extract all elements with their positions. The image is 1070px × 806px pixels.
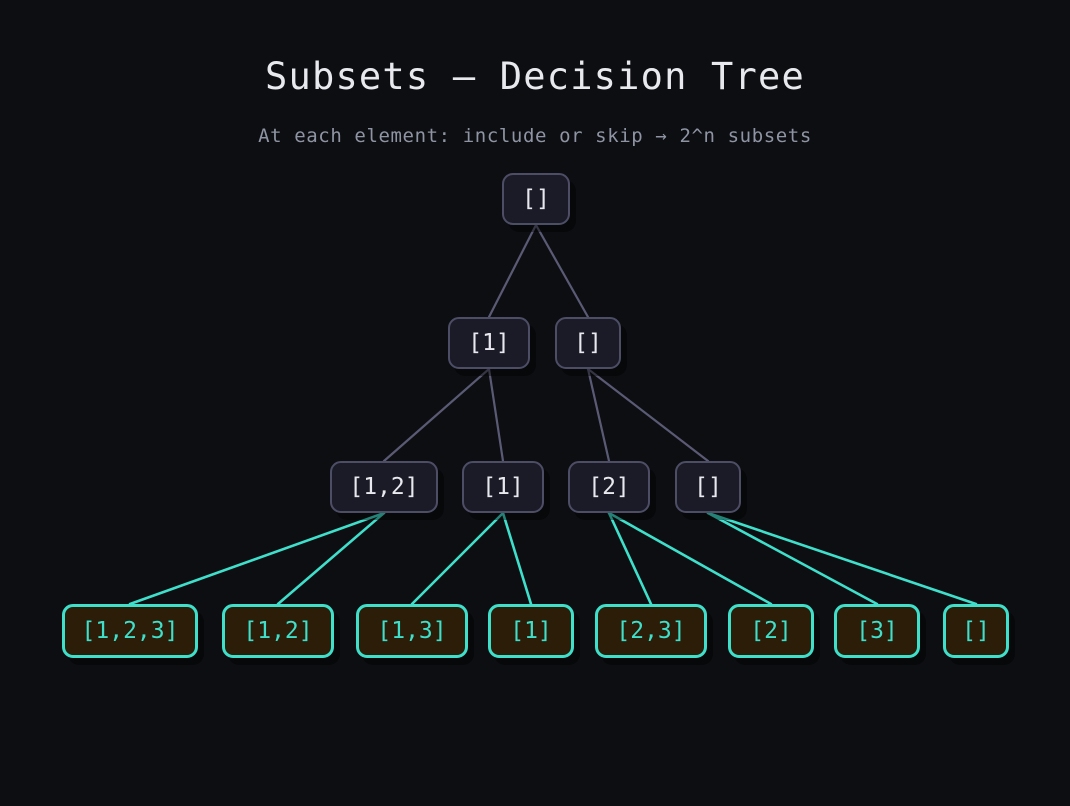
tree-node-b[interactable]: [] — [555, 317, 621, 369]
tree-edge — [487, 367, 505, 463]
node-label: [1] — [468, 329, 510, 356]
leaf-node-l5[interactable]: [2,3] — [595, 604, 707, 658]
node-label: [1,2] — [349, 473, 419, 500]
tree-edge — [276, 511, 386, 606]
tree-node-c[interactable]: [1,2] — [330, 461, 438, 513]
leaf-node-l2[interactable]: [1,2] — [222, 604, 334, 658]
leaf-node-l6[interactable]: [2] — [728, 604, 814, 658]
tree-node-r[interactable]: [] — [502, 173, 570, 225]
leaf-node-l4[interactable]: [1] — [488, 604, 574, 658]
node-label: [] — [574, 329, 602, 356]
tree-node-a[interactable]: [1] — [448, 317, 530, 369]
node-label: [] — [694, 473, 722, 500]
tree-node-f[interactable]: [] — [675, 461, 741, 513]
leaf-node-l7[interactable]: [3] — [834, 604, 920, 658]
node-label: [1] — [482, 473, 524, 500]
tree-edge — [382, 367, 491, 463]
tree-edge — [487, 223, 538, 319]
tree-node-e[interactable]: [2] — [568, 461, 650, 513]
tree-edge — [706, 511, 978, 606]
tree-edge — [607, 511, 653, 606]
leaf-node-l1[interactable]: [1,2,3] — [62, 604, 198, 658]
node-label: [3] — [856, 617, 898, 644]
page-title: Subsets — Decision Tree — [265, 55, 805, 98]
node-label: [2] — [588, 473, 630, 500]
leaf-node-l3[interactable]: [1,3] — [356, 604, 468, 658]
tree-edge — [410, 511, 505, 606]
tree-edge — [534, 223, 590, 319]
node-label: [1,3] — [377, 617, 447, 644]
node-label: [1,2] — [243, 617, 313, 644]
tree-edge — [586, 367, 710, 463]
tree-node-d[interactable]: [1] — [462, 461, 544, 513]
node-label: [] — [522, 185, 550, 212]
node-label: [2] — [750, 617, 792, 644]
node-label: [1,2,3] — [81, 617, 179, 644]
tree-edge — [128, 511, 386, 606]
leaf-node-l8[interactable]: [] — [943, 604, 1009, 658]
tree-edge — [706, 511, 879, 606]
node-label: [2,3] — [616, 617, 686, 644]
tree-edge — [501, 511, 533, 606]
node-label: [1] — [510, 617, 552, 644]
tree-edge — [607, 511, 773, 606]
node-label: [] — [962, 617, 990, 644]
page-subtitle: At each element: include or skip → 2^n s… — [258, 125, 812, 147]
tree-edge — [586, 367, 611, 463]
